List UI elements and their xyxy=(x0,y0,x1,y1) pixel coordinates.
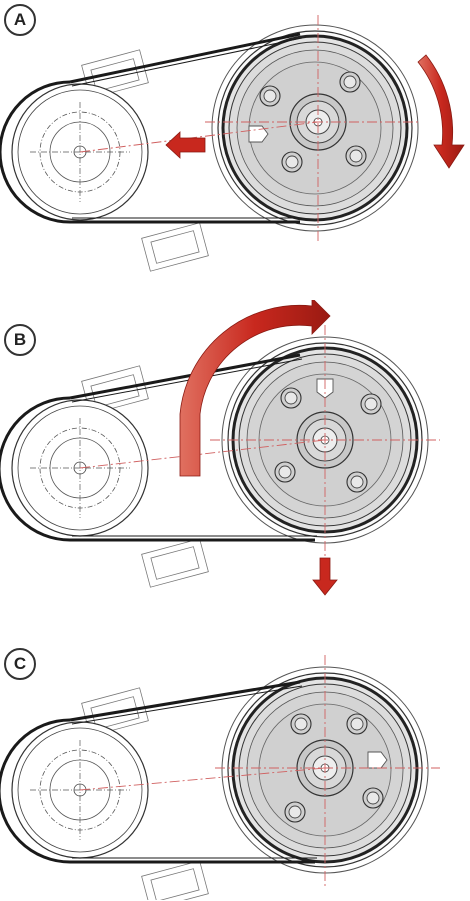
belt-drive-diagram-c xyxy=(0,655,440,900)
drive-belt xyxy=(0,353,317,542)
small-pulley xyxy=(11,365,209,588)
belt-drive-diagram-a xyxy=(0,15,465,272)
rotation-arrow-icon xyxy=(179,300,331,477)
belt-drive-diagram-b xyxy=(0,300,440,596)
direction-arrow-icon xyxy=(165,131,206,159)
panel-label-a: A xyxy=(4,4,36,36)
panel-c: C xyxy=(0,600,470,900)
drive-belt xyxy=(0,680,317,864)
drive-belt xyxy=(0,32,303,224)
panel-b: B xyxy=(0,300,470,600)
rotation-arrow-icon xyxy=(417,54,465,169)
center-lines xyxy=(79,15,420,242)
panel-label-c: C xyxy=(4,648,36,680)
center-lines xyxy=(79,325,440,562)
direction-arrow-icon xyxy=(312,557,338,596)
panel-label-b: B xyxy=(4,324,36,356)
small-pulley xyxy=(11,49,209,272)
panel-a: A xyxy=(0,0,470,300)
center-lines xyxy=(79,655,440,888)
small-pulley xyxy=(11,687,209,900)
